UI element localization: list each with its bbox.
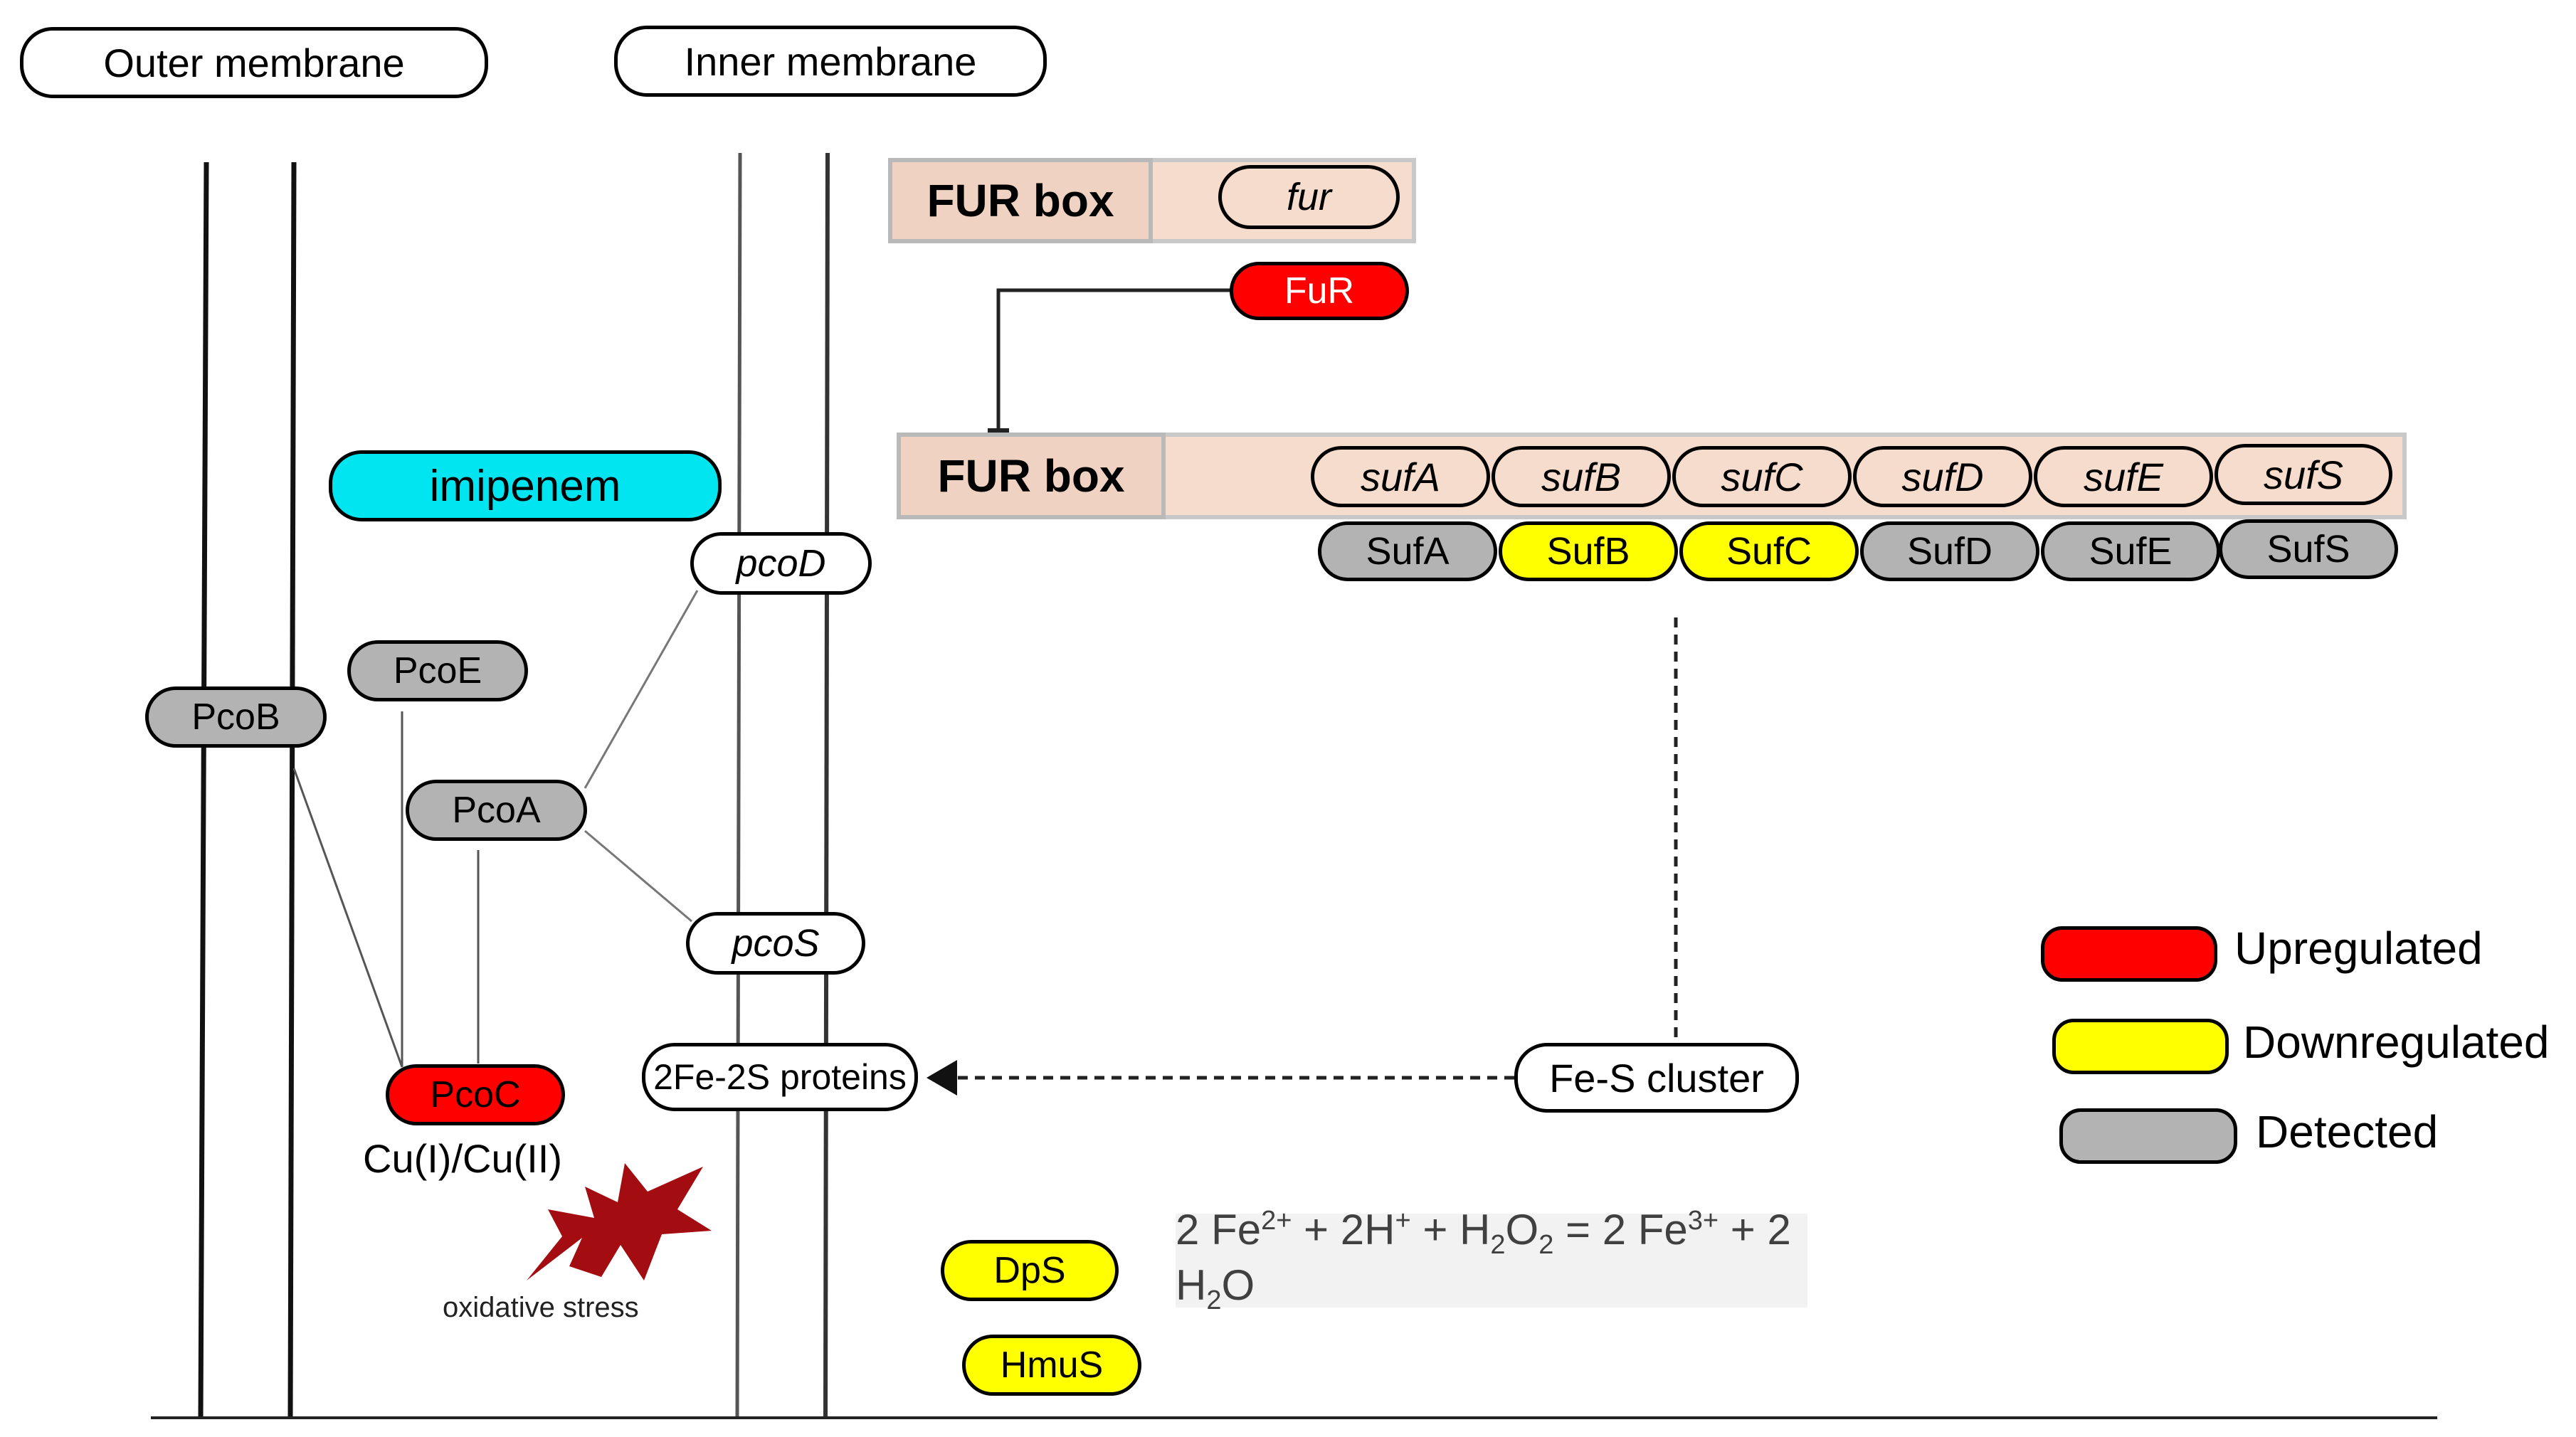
inner-membrane-line-2 bbox=[823, 152, 830, 1419]
eq-sup-b: + bbox=[1395, 1206, 1411, 1236]
gene-pcoD-text: pcoD bbox=[736, 542, 826, 585]
protein-SufB-text: SufB bbox=[1546, 530, 1630, 573]
outer-membrane-line-2 bbox=[287, 161, 297, 1419]
equation-text: 2 Fe2+ + 2H+ + H2O2 = 2 Fe3+ + 2 H2O bbox=[1176, 1205, 1807, 1316]
protein-PcoA-text: PcoA bbox=[452, 790, 541, 831]
legend-swatch-upregulated bbox=[2041, 926, 2217, 982]
protein-DpS-text: DpS bbox=[993, 1250, 1066, 1291]
gene-sufA-text: sufA bbox=[1360, 454, 1441, 499]
fenton-equation: 2 Fe2+ + 2H+ + H2O2 = 2 Fe3+ + 2 H2O bbox=[1176, 1206, 1807, 1315]
eq-sub-c2: 2 bbox=[1538, 1230, 1554, 1260]
legend-label-detected: Detected bbox=[2256, 1105, 2438, 1158]
eq-part-b: + 2H bbox=[1292, 1206, 1395, 1253]
protein-SufC-text: SufC bbox=[1726, 530, 1812, 573]
eq-sub-e: 2 bbox=[1206, 1285, 1222, 1315]
fur-box-top: FUR box bbox=[888, 158, 1153, 243]
eq-sub-c1: 2 bbox=[1490, 1230, 1506, 1260]
inner-membrane-label: Inner membrane bbox=[614, 26, 1047, 97]
protein-SufB: SufB bbox=[1499, 521, 1678, 581]
eq-sup-a: 2+ bbox=[1261, 1206, 1292, 1236]
gene-sufC: sufC bbox=[1672, 446, 1852, 507]
gene-pcoS-text: pcoS bbox=[732, 922, 820, 965]
legend-downregulated-text: Downregulated bbox=[2243, 1017, 2550, 1068]
gene-sufS-text: sufS bbox=[2263, 452, 2344, 497]
gene-pcoS: pcoS bbox=[686, 912, 865, 975]
gene-pcoD: pcoD bbox=[690, 532, 872, 595]
fur-protein: FuR bbox=[1230, 262, 1409, 320]
gene-sufB: sufB bbox=[1492, 446, 1671, 507]
fur-gene: fur bbox=[1218, 165, 1400, 229]
copper-label-text: Cu(I)/Cu(II) bbox=[363, 1136, 562, 1181]
eq-sup-d: 3+ bbox=[1687, 1206, 1719, 1236]
gene-sufC-text: sufC bbox=[1721, 454, 1803, 499]
protein-PcoB-text: PcoB bbox=[191, 696, 280, 738]
protein-PcoA: PcoA bbox=[406, 780, 587, 841]
eq-part-f: O bbox=[1221, 1261, 1255, 1309]
eq-part-a: 2 Fe bbox=[1176, 1206, 1262, 1253]
gene-sufS: sufS bbox=[2215, 444, 2392, 505]
fe2s2-proteins: 2Fe-2S proteins bbox=[642, 1043, 918, 1111]
fes-cluster: Fe-S cluster bbox=[1514, 1043, 1799, 1113]
legend-upregulated-text: Upregulated bbox=[2234, 923, 2483, 974]
pcoA-pcoD-link bbox=[584, 590, 699, 789]
protein-PcoC-text: PcoC bbox=[430, 1074, 521, 1115]
fur-box-suf-text: FUR box bbox=[937, 450, 1125, 502]
fe2s2-proteins-text: 2Fe-2S proteins bbox=[653, 1057, 907, 1097]
pcoB-pcoC-link bbox=[292, 768, 403, 1068]
oxidative-stress-label: oxidative stress bbox=[443, 1292, 639, 1324]
protein-SufE-text: SufE bbox=[2089, 530, 2173, 573]
inner-membrane-line-1 bbox=[735, 152, 742, 1419]
oxidative-stress-text: oxidative stress bbox=[443, 1292, 639, 1323]
fur-repression-line bbox=[996, 288, 1237, 430]
legend-label-downregulated: Downregulated bbox=[2243, 1016, 2550, 1069]
protein-SufA: SufA bbox=[1318, 521, 1497, 581]
protein-SufS: SufS bbox=[2219, 519, 2398, 579]
gene-sufD: sufD bbox=[1853, 446, 2032, 507]
fes-arrowhead bbox=[927, 1060, 957, 1096]
protein-SufD: SufD bbox=[1860, 521, 2039, 581]
protein-SufC: SufC bbox=[1679, 521, 1859, 581]
fur-protein-text: FuR bbox=[1284, 270, 1355, 312]
imipenem-text: imipenem bbox=[429, 461, 621, 511]
protein-PcoB: PcoB bbox=[145, 686, 327, 748]
eq-part-c: + H bbox=[1410, 1206, 1491, 1253]
eq-part-e: + 2 H bbox=[1176, 1206, 1791, 1309]
eq-part-d: = 2 Fe bbox=[1553, 1206, 1688, 1253]
outer-membrane-text: Outer membrane bbox=[103, 40, 405, 85]
pcoA-pcoS-link bbox=[584, 829, 692, 923]
gene-sufD-text: sufD bbox=[1901, 454, 1984, 499]
protein-SufA-text: SufA bbox=[1366, 530, 1450, 573]
inner-membrane-text: Inner membrane bbox=[684, 38, 977, 84]
fur-box-suf: FUR box bbox=[897, 433, 1166, 519]
outer-membrane-label: Outer membrane bbox=[20, 27, 488, 98]
protein-SufE: SufE bbox=[2041, 521, 2220, 581]
legend-swatch-downregulated bbox=[2052, 1019, 2229, 1074]
fur-box-top-text: FUR box bbox=[927, 175, 1114, 226]
protein-SufD-text: SufD bbox=[1906, 530, 1993, 573]
protein-HmuS-text: HmuS bbox=[1000, 1345, 1104, 1386]
protein-PcoE: PcoE bbox=[347, 640, 528, 701]
gene-sufB-text: sufB bbox=[1541, 454, 1622, 499]
protein-SufS-text: SufS bbox=[2266, 528, 2350, 571]
copper-label: Cu(I)/Cu(II) bbox=[363, 1135, 562, 1182]
protein-DpS: DpS bbox=[941, 1240, 1119, 1301]
outer-membrane-line-1 bbox=[198, 161, 209, 1419]
legend-label-upregulated: Upregulated bbox=[2234, 922, 2483, 975]
protein-PcoC: PcoC bbox=[386, 1064, 565, 1125]
oxidative-stress-icon bbox=[527, 1163, 712, 1280]
protein-PcoE-text: PcoE bbox=[393, 650, 482, 691]
protein-HmuS: HmuS bbox=[962, 1335, 1141, 1396]
gene-sufE: sufE bbox=[2034, 446, 2213, 507]
fur-gene-text: fur bbox=[1286, 176, 1332, 218]
gene-sufA: sufA bbox=[1311, 446, 1490, 507]
gene-sufE-text: sufE bbox=[2083, 454, 2164, 499]
fes-cluster-text: Fe-S cluster bbox=[1549, 1055, 1764, 1101]
imipenem-badge: imipenem bbox=[329, 450, 722, 521]
legend-swatch-detected bbox=[2059, 1108, 2237, 1164]
eq-part-cmid: O bbox=[1505, 1206, 1539, 1253]
legend-detected-text: Detected bbox=[2256, 1106, 2439, 1157]
